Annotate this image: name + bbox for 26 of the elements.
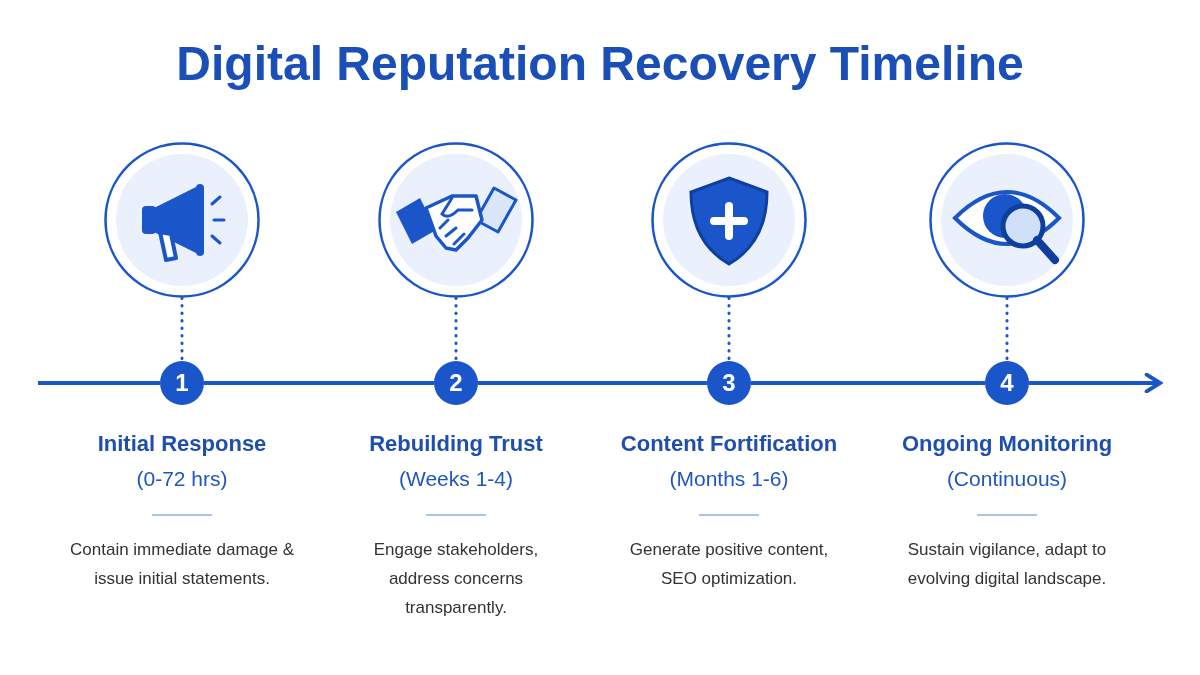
step-description: Engage stakeholders, address concerns transparently. bbox=[372, 539, 540, 619]
dotted-connector bbox=[1005, 296, 1009, 363]
step-description: Contain immediate damage & issue initial statements. bbox=[69, 539, 295, 590]
step-duration: (Weeks 1-4) bbox=[398, 466, 514, 492]
step-duration: (0-72 hrs) bbox=[135, 466, 229, 492]
step-number-circle: 3 bbox=[707, 361, 751, 405]
step-duration: (Continuous) bbox=[945, 466, 1069, 492]
step-number-circle: 2 bbox=[434, 361, 478, 405]
timeline-line bbox=[478, 381, 707, 385]
step-heading: Rebuilding Trust bbox=[368, 430, 544, 458]
timeline-line bbox=[751, 381, 985, 385]
step-heading: Ongoing Monitoring bbox=[900, 430, 1114, 458]
dotted-connector bbox=[180, 296, 184, 363]
step-description: Generate positive content, SEO optimization. bbox=[628, 539, 830, 590]
dotted-connector bbox=[454, 296, 458, 363]
timeline-line bbox=[1029, 372, 1162, 394]
step-heading: Content Fortification bbox=[619, 430, 839, 458]
step-description: Sustain vigilance, adapt to evolving digital landscape. bbox=[906, 539, 1108, 590]
dotted-connector bbox=[727, 296, 731, 363]
step-number-circle: 4 bbox=[985, 361, 1029, 405]
step-number-circle: 1 bbox=[160, 361, 204, 405]
title: Digital Reputation Recovery Timeline bbox=[175, 36, 1025, 91]
step-duration: (Months 1-6) bbox=[668, 466, 790, 492]
timeline-line bbox=[204, 381, 434, 385]
step-heading: Initial Response bbox=[96, 430, 268, 458]
timeline-line bbox=[38, 381, 160, 385]
